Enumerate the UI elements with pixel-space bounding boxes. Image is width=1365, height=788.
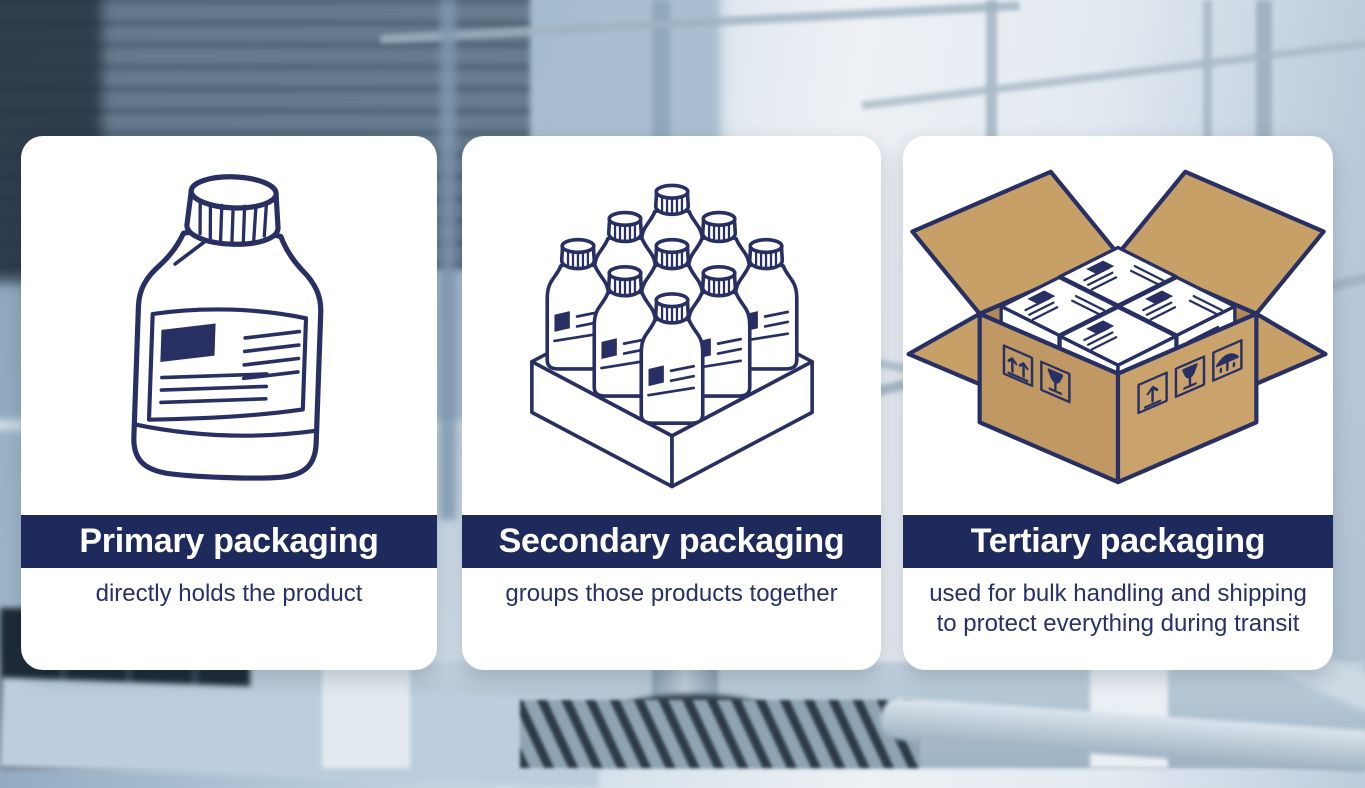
bottle-crate-icon [529,183,814,488]
background-pipe-vertical-3 [1256,0,1272,150]
primary-illustration-area [21,136,437,515]
this-way-up-icon [1007,356,1029,382]
handling-symbols-right [1137,338,1243,414]
primary-title-banner: Primary packaging [21,515,437,568]
background-conveyor-grate [520,700,920,768]
handling-symbols-left [1002,343,1071,403]
crate-walls [529,359,814,488]
tertiary-title: Tertiary packaging [970,522,1266,560]
box-face-right [1115,311,1259,484]
primary-caption: directly holds the product [95,580,363,607]
fragile-icon [1047,367,1064,395]
keep-dry-icon [1215,352,1239,373]
bottle-label [146,306,309,422]
fragile-icon-2 [1182,362,1198,390]
card-secondary-packaging: Secondary packaging groups those product… [462,136,881,670]
shipping-box-icon [906,169,1328,484]
bottle-icon [131,173,324,481]
tertiary-title-banner: Tertiary packaging [903,515,1333,568]
secondary-illustration-area [462,136,881,515]
primary-title: Primary packaging [79,522,379,560]
secondary-caption: groups those products together [505,580,838,607]
card-primary-packaging: Primary packaging directly holds the pro… [21,136,437,670]
background-pipe-diagonal-1 [861,38,1365,110]
background-blue-pipe [440,0,456,520]
tertiary-caption: used for bulk handling and shipping to p… [929,580,1307,638]
secondary-title: Secondary packaging [498,522,845,560]
tertiary-illustration-area [903,136,1333,515]
card-tertiary-packaging: Tertiary packaging used for bulk handlin… [903,136,1333,670]
secondary-title-banner: Secondary packaging [462,515,881,568]
up-arrow-icon [1143,385,1162,409]
